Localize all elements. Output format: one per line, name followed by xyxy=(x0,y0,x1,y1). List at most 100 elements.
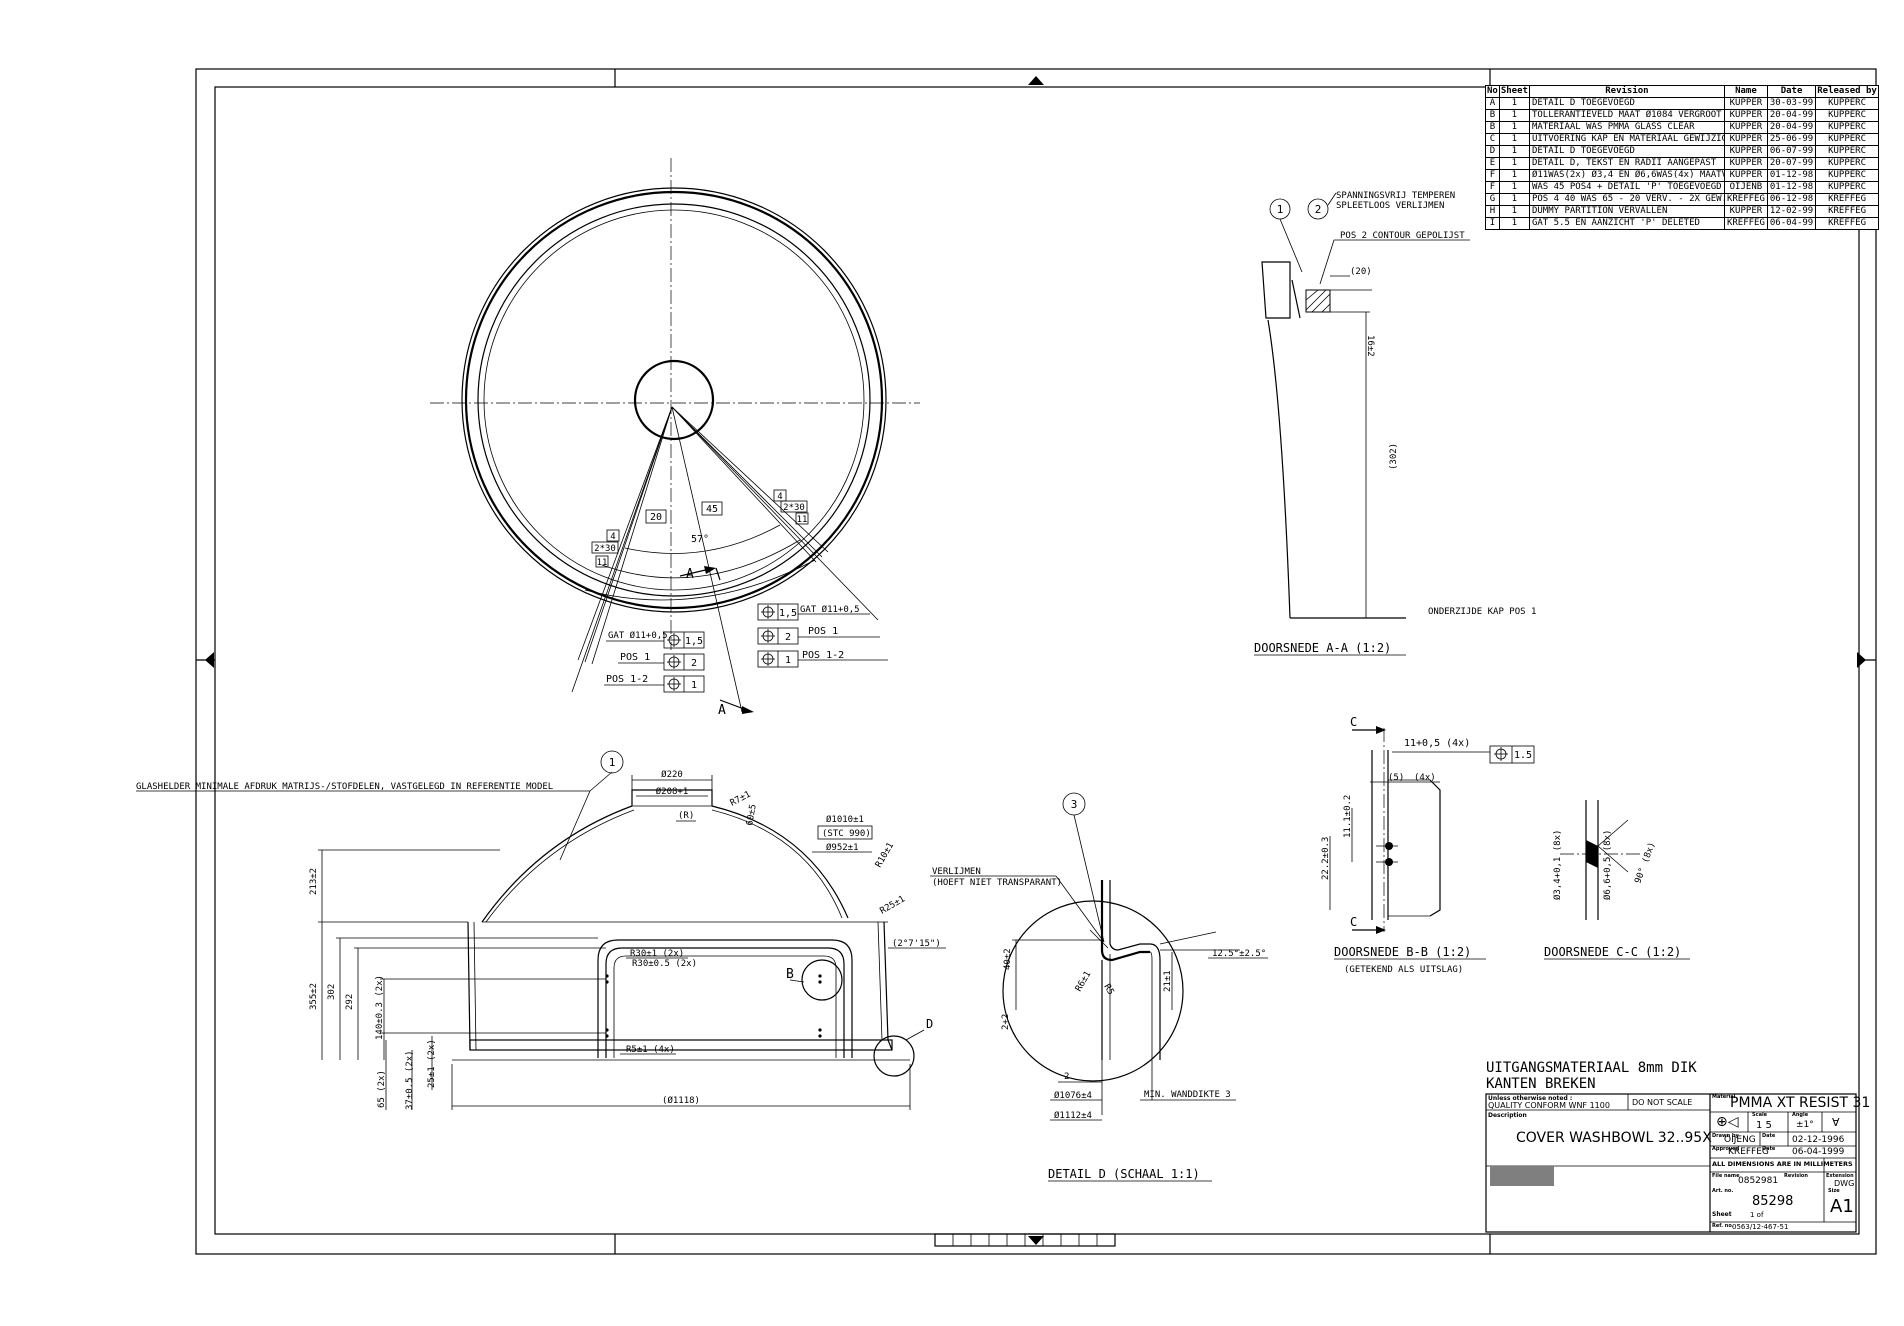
dim-h140: 140±0.3 (2x) xyxy=(375,975,385,1040)
dim-h292: 292 xyxy=(345,994,355,1010)
revision-cell-sheet: 1 xyxy=(1498,145,1530,158)
revision-cell-sheet: 1 xyxy=(1498,181,1530,194)
tb-material: PMMA XT RESIST 31 xyxy=(1730,1095,1871,1111)
dim-h37: 37±0.5 (2x) xyxy=(405,1050,415,1110)
detail-d-balloon-3: 3 xyxy=(1071,798,1078,811)
tb-description: COVER WASHBOWL 32..95X xyxy=(1516,1130,1712,1146)
revision-cell-sheet: 1 xyxy=(1498,109,1530,122)
tb-drawn: OIJENG xyxy=(1724,1135,1756,1145)
section-bb-dim-11-1: 11.1±0.2 xyxy=(1343,795,1353,838)
detail-d-dim-2: 2 xyxy=(1064,1072,1069,1082)
revision-cell-no: H xyxy=(1485,205,1500,218)
revision-cell-name: OIJENB xyxy=(1723,181,1768,194)
revision-cell-sheet: 1 xyxy=(1498,97,1530,110)
detail-b-label: B xyxy=(786,967,794,982)
revision-cell-released: KUPPERC xyxy=(1815,169,1879,182)
left-pos1-label: POS 1 xyxy=(620,652,650,663)
revision-cell-date: 20-04-99 xyxy=(1766,109,1817,122)
detail-d-dim-d1076: Ø1076±4 xyxy=(1054,1090,1092,1101)
tb-file-label: File name xyxy=(1712,1173,1740,1179)
revision-cell-name: KUPPER xyxy=(1723,145,1768,158)
tb-unless: Unless otherwise noted : xyxy=(1488,1095,1573,1102)
section-bb-c-bottom: C xyxy=(1350,915,1357,929)
dim-d1010: Ø1010±1 xyxy=(826,814,864,825)
left-fc-2: 2 xyxy=(691,658,697,669)
dim-angle: (2°7'15") xyxy=(892,939,941,949)
section-bb-c-top: C xyxy=(1350,715,1357,729)
dim-r30-a: R30±1 (2x) xyxy=(630,949,684,959)
section-aa-dim-302: (302) xyxy=(1389,443,1399,470)
dim-r10: R10±1 xyxy=(874,841,896,869)
section-bb-title: DOORSNEDE B-B (1:2) xyxy=(1334,945,1471,959)
note-material: UITGANGSMATERIAAL 8mm DIK xyxy=(1486,1060,1697,1076)
section-aa: 1 2 SPANNINGSVRIJ TEMPEREN SPLEETLOOS VE… xyxy=(1254,191,1536,656)
revision-cell-name: KUPPER xyxy=(1723,169,1768,182)
section-aa-dim-20: (20) xyxy=(1350,267,1372,277)
revision-cell-name: KREFFEG xyxy=(1723,217,1768,230)
left-fc-15: 1,5 xyxy=(685,636,703,647)
revision-cell-name: KUPPER xyxy=(1723,109,1768,122)
revision-cell-sheet: 1 xyxy=(1498,121,1530,134)
tb-extension: DWG xyxy=(1834,1179,1855,1188)
tb-angle-label: Angle xyxy=(1792,1112,1809,1118)
revision-cell-date: 12-02-99 xyxy=(1766,205,1817,218)
tb-all-dimensions: ALL DIMENSIONS ARE IN MILLIMETERS xyxy=(1712,1160,1853,1168)
projection-symbol-icon: ⊕◁ xyxy=(1716,1114,1739,1130)
tb-art: 85298 xyxy=(1752,1194,1794,1209)
tb-approved-date-label: Date xyxy=(1762,1146,1776,1152)
left-gat-label: GAT Ø11+0,5 xyxy=(608,630,668,641)
top-view: 20 45 57° 4 2*30 11 4 2*30 11 A A GAT Ø1… xyxy=(430,158,920,718)
tb-approved-label: Approved xyxy=(1712,1146,1740,1152)
tb-scale-label: Scale xyxy=(1752,1112,1768,1118)
tb-size-label: Size xyxy=(1828,1188,1840,1194)
revision-cell-revision: DUMMY PARTITION VERVALLEN xyxy=(1528,205,1725,218)
section-cc-angle: 90° (8x) xyxy=(1633,841,1657,885)
revision-cell-name: KUPPER xyxy=(1723,97,1768,110)
detail-d-title: DETAIL D (SCHAAL 1:1) xyxy=(1048,1167,1200,1181)
revision-cell-released: KUPPERC xyxy=(1815,181,1879,194)
revision-cell-sheet: 1 xyxy=(1498,205,1530,218)
section-aa-note-gluing: SPLEETLOOS VERLIJMEN xyxy=(1336,201,1444,211)
revision-cell-no: I xyxy=(1485,217,1500,230)
revision-cell-date: 20-04-99 xyxy=(1766,121,1817,134)
dim-h213: 213±2 xyxy=(309,868,319,895)
dim-60: 60±5 xyxy=(745,803,759,826)
revision-cell-revision: DETAIL D TOEGEVOEGD xyxy=(1528,97,1725,110)
section-a-label-top: A xyxy=(686,567,694,582)
tb-approved: KREFFEG xyxy=(1728,1147,1769,1157)
revision-cell-date: 01-12-98 xyxy=(1766,181,1817,194)
tb-art-label: Art. no. xyxy=(1712,1188,1734,1194)
dim-h65: 65 (2x) xyxy=(377,1070,387,1108)
tb-material-label: Material xyxy=(1712,1094,1736,1100)
tb-do-not-scale: DO NOT SCALE xyxy=(1632,1098,1693,1107)
revision-cell-revision: Ø11WAS(2x) Ø3,4 EN Ø6,6WAS(4x) MAATVOERI… xyxy=(1528,169,1725,182)
section-bb-fc: 1.5 xyxy=(1514,750,1532,761)
detail-d-note-glue: VERLIJMEN xyxy=(932,867,981,877)
revision-cell-date: 06-07-99 xyxy=(1766,145,1817,158)
detail-d-dim-40: 40±2 xyxy=(1003,948,1013,970)
tb-extension-label: Extension xyxy=(1826,1173,1854,1179)
section-cc: Ø3,4+0,1 (8x) Ø6,6+0,5 (8x) 90° (8x) DOO… xyxy=(1544,800,1690,960)
section-aa-note-tempering: SPANNINGSVRIJ TEMPEREN xyxy=(1336,191,1455,201)
detail-d-min-wall: MIN. WANDDIKTE 3 xyxy=(1144,1090,1231,1100)
left-dim-2x30: 2*30 xyxy=(594,544,616,554)
tb-angle: ±1° xyxy=(1796,1120,1814,1130)
revision-cell-revision: WAS 45 POS4 + DETAIL 'P' TOEGEVOEGD xyxy=(1528,181,1725,194)
detail-d: 3 VERLIJMEN (HOEFT NIET TRANSPARANT) 40±… xyxy=(930,792,1268,1182)
revision-header-no: No xyxy=(1485,85,1500,98)
section-bb-subtitle: (GETEKEND ALS UITSLAG) xyxy=(1344,965,1463,975)
dim-r30-b: R30±0.5 (2x) xyxy=(632,959,697,969)
tb-description-label: Description xyxy=(1488,1112,1527,1119)
dim-20: 20 xyxy=(650,512,662,523)
dim-h355: 355±2 xyxy=(309,983,319,1010)
revision-cell-no: B xyxy=(1485,121,1500,134)
section-aa-title: DOORSNEDE A-A (1:2) xyxy=(1254,641,1391,655)
revision-cell-no: E xyxy=(1485,157,1500,170)
detail-d-note-transparent: (HOEFT NIET TRANSPARANT) xyxy=(932,878,1062,888)
dim-r5: R5±1 (4x) xyxy=(626,1045,675,1055)
